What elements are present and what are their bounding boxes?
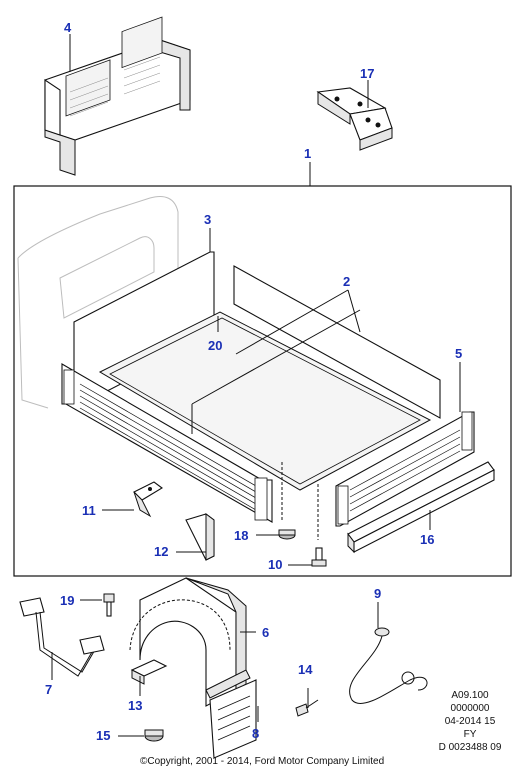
leader-lines	[51, 228, 461, 737]
callout-4: 4	[64, 20, 72, 35]
callout-10: 10	[268, 557, 282, 572]
part-18-grommet	[278, 529, 296, 540]
part-10-bolt	[311, 547, 327, 567]
part-15-grommet	[144, 729, 164, 742]
callout-16: 16	[420, 532, 434, 547]
part-19-bolt	[103, 593, 115, 617]
part-11-latch	[133, 481, 163, 518]
part-17-bracket	[316, 80, 393, 151]
part-12-wedge	[185, 513, 215, 561]
cab-outline	[17, 196, 179, 409]
callout-11: 11	[82, 503, 96, 518]
part-13-bracket	[130, 659, 168, 685]
callout-12: 12	[154, 544, 168, 559]
part-8-mudflap	[209, 679, 257, 759]
callout-17: 17	[360, 66, 374, 81]
callout-14: 14	[298, 662, 313, 677]
meta-code: FY	[464, 729, 477, 740]
callout-8: 8	[252, 726, 259, 741]
callout-9: 9	[374, 586, 381, 601]
copyright-text: ©Copyright, 2001 - 2014, Ford Motor Comp…	[140, 756, 384, 767]
part-9-cable	[349, 627, 428, 704]
callout-5: 5	[455, 346, 462, 361]
callout-7: 7	[45, 682, 52, 697]
callout-2: 2	[343, 274, 350, 289]
callout-6: 6	[262, 625, 269, 640]
callout-1: 1	[304, 146, 311, 161]
part-6-wheel-arch	[129, 577, 251, 707]
callout-18: 18	[234, 528, 248, 543]
part-14-screw	[295, 699, 319, 717]
callout-19: 19	[60, 593, 74, 608]
assembly-1-frame	[13, 185, 512, 577]
meta-doc-id: D 0023488 09	[439, 742, 502, 753]
load-bed	[61, 251, 475, 540]
meta-ref-1: A09.100	[451, 690, 489, 701]
callout-15: 15	[96, 728, 110, 743]
meta-date: 04-2014 15	[445, 716, 496, 727]
part-4-headboard	[44, 16, 191, 176]
callout-3: 3	[204, 212, 211, 227]
part-16-bar	[347, 461, 495, 554]
callout-20: 20	[208, 338, 222, 353]
callout-13: 13	[128, 698, 142, 713]
part-7-harness	[19, 597, 105, 677]
meta-ref-2: 0000000	[451, 703, 490, 714]
